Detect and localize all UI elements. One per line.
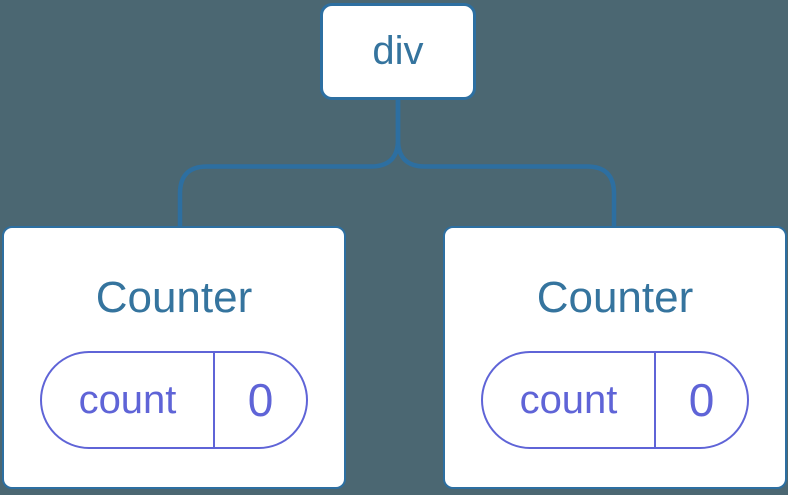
counter-card-right: Counter count 0: [443, 226, 787, 489]
connector-left-branch: [177, 99, 401, 227]
root-node-div: div: [320, 3, 476, 100]
state-pill: count 0: [40, 351, 308, 449]
state-key-label: count: [483, 353, 656, 447]
state-value: 0: [247, 374, 274, 426]
root-node-label: div: [372, 29, 424, 73]
connector-right-branch: [395, 99, 617, 227]
state-value: 0: [688, 374, 715, 426]
component-title: Counter: [536, 273, 694, 322]
state-key-label: count: [42, 353, 215, 447]
counter-card-left: Counter count 0: [2, 226, 346, 489]
state-pill: count 0: [481, 351, 749, 449]
component-title: Counter: [95, 273, 253, 322]
